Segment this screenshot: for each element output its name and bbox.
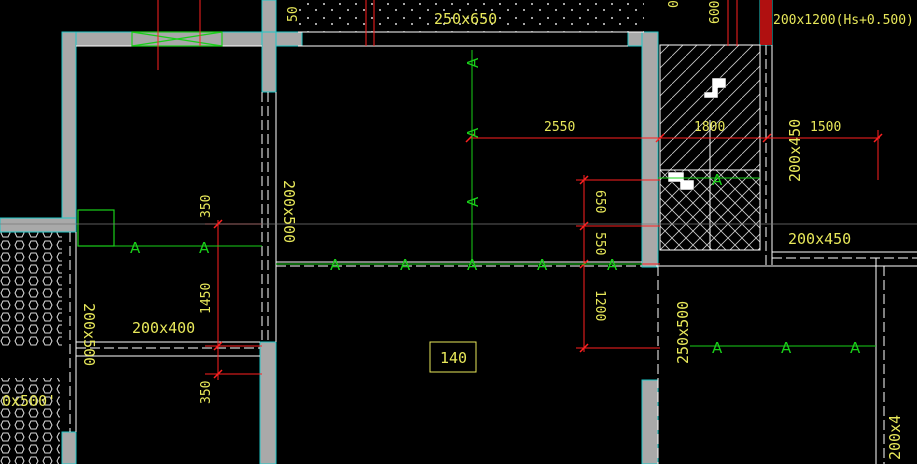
left-slab-hatch [0,232,62,347]
bottom-left-beam-label: 0x500' [2,392,56,410]
bottom-left-slab-hatch [0,378,60,464]
dim-350-top: 350 [199,195,214,218]
stair-symbols [667,77,727,191]
rebar-marker: A [330,256,341,274]
dimension-ticks [213,133,883,379]
dimension-labels: 2550 1800 1500 350 1450 350 650 550 1200 [199,120,841,404]
lower-right-beam-label: 250x500 [674,301,692,364]
dim-1800: 1800 [694,120,725,135]
center-vertical-beam-label: 200x500 [280,180,298,243]
dim-650: 650 [592,190,607,213]
dim-350-bottom: 350 [199,381,214,404]
slab-thickness-label: 140 [440,349,467,367]
rebar-lines [114,50,876,347]
rebar-marker: A [850,339,861,357]
rebar-marker: A [781,339,792,357]
rebar-marker: A [464,57,482,68]
rebar-marker: A [467,256,478,274]
mid-left-beam-label: 200x400 [132,319,195,337]
top-slab-hatch [298,0,644,32]
walls [0,0,773,464]
rebar-marker: A [199,239,210,257]
top-clipped-label: 0 [667,0,682,8]
dim-1450: 1450 [199,283,214,314]
rebar-marker: A [130,239,141,257]
rebar-markers: A A A A A A A A A A A A A A [130,57,861,357]
left-vertical-beam-label: 200x500 [80,303,98,366]
rebar-marker: A [537,256,548,274]
right-edge-beam-label: 200x4 [886,415,904,460]
door-frame [77,31,223,247]
top-right-beam-label: 200x1200(Hs+0.500) [773,13,914,28]
beam-lines [69,31,917,464]
right-horizontal-beam-label: 200x450 [788,230,851,248]
slab-tag: 140 [429,341,477,373]
red-column-top [760,0,772,45]
dim-2550: 2550 [544,120,575,135]
dimension-lines [0,0,917,380]
top-clipped-label: 50 [286,6,301,22]
rebar-marker: A [712,339,723,357]
right-vertical-beam-label: 200x450 [786,119,804,182]
dim-550: 550 [592,232,607,255]
top-beam-label: 250x650 [434,10,497,28]
top-clipped-label: 600 [708,1,723,24]
rebar-marker: A [464,127,482,138]
rebar-marker: A [400,256,411,274]
dim-1500: 1500 [810,120,841,135]
rebar-marker: A [464,196,482,207]
rebar-marker: A [712,171,723,189]
dim-1200: 1200 [592,290,607,321]
rebar-marker: A [607,256,618,274]
